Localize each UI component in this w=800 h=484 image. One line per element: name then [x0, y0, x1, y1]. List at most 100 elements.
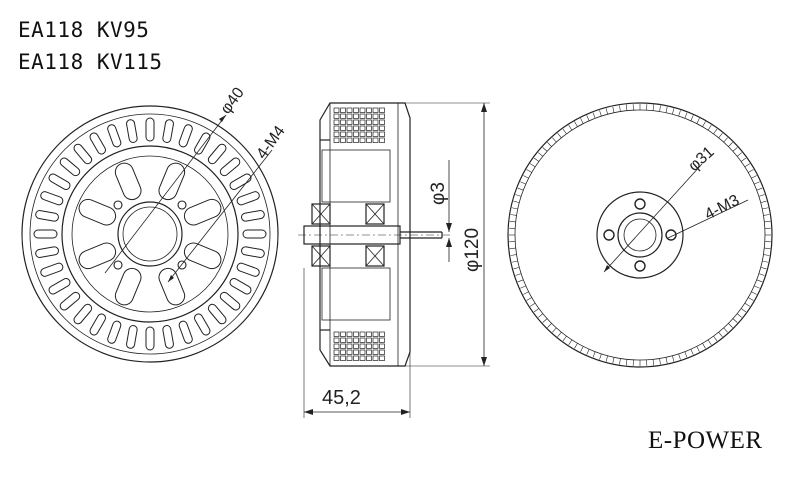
rim-tick — [515, 273, 522, 276]
rim-tick — [562, 335, 567, 342]
cooling-slot — [35, 246, 59, 258]
dim-outer-arrow-top — [481, 103, 487, 112]
winding-cell — [366, 343, 372, 349]
winding-cell — [353, 343, 359, 349]
rim-tick — [568, 339, 573, 346]
front-outer-rim — [21, 105, 279, 363]
rim-tick — [574, 121, 578, 127]
rim-tick — [568, 124, 573, 131]
rim-tick — [665, 106, 668, 113]
winding-cell — [372, 355, 379, 361]
rim-tick — [510, 254, 517, 256]
mount-hole — [634, 260, 646, 272]
rim-tick — [509, 221, 516, 223]
side-view — [298, 102, 490, 418]
front-view — [21, 105, 279, 363]
rim-tick — [665, 357, 668, 364]
spoke-window — [78, 198, 117, 226]
rim-tick — [547, 323, 552, 328]
cooling-slot — [219, 157, 241, 177]
winding-cell — [359, 119, 366, 125]
rim-tick — [526, 297, 532, 301]
rim-tick — [557, 331, 562, 337]
winding-cell — [359, 355, 366, 361]
rim-tick — [612, 106, 615, 113]
winding-cell — [379, 337, 385, 343]
front-hub-inner — [122, 206, 178, 262]
winding-cell — [333, 137, 340, 143]
side-stator-bottom — [321, 267, 391, 321]
cooling-slot — [207, 143, 227, 165]
rear-hub-outer — [617, 212, 663, 258]
side-bearing-rear-top — [365, 203, 385, 225]
rim-tick — [580, 118, 584, 124]
winding-cell — [359, 107, 366, 113]
rim-tick — [557, 133, 562, 139]
winding-cell — [379, 113, 385, 119]
winding-cell — [366, 113, 372, 119]
cooling-slot — [178, 320, 193, 344]
rim-tick — [744, 302, 751, 307]
winding-cell — [346, 337, 353, 343]
cooling-slot — [236, 191, 260, 206]
winding-cell — [372, 331, 379, 337]
winding-cell — [359, 131, 366, 137]
cooling-slot — [73, 143, 93, 165]
cooling-slot — [229, 173, 252, 190]
rim-tick — [605, 355, 608, 362]
rim-tick — [751, 175, 757, 179]
rim-tick — [517, 279, 524, 283]
winding-cell — [366, 131, 372, 137]
winding-cell — [372, 125, 379, 131]
cooling-slot — [126, 325, 138, 349]
mount-hole — [177, 200, 187, 210]
front-web-ring — [61, 145, 239, 323]
mount-hole — [603, 229, 615, 241]
cooling-slot — [145, 326, 155, 351]
winding-cell — [353, 107, 359, 113]
side-bearing-rear-bottom — [365, 245, 385, 267]
brand-label: E-POWER — [648, 427, 763, 454]
cooling-slot — [241, 246, 265, 258]
winding-cell — [372, 337, 379, 343]
spoke-window — [158, 267, 186, 306]
winding-cell — [359, 337, 366, 343]
spoke-window — [114, 267, 142, 306]
front-diameter-label: φ40 — [217, 84, 247, 117]
winding-cell — [333, 113, 340, 119]
front-outer-rim-inner — [29, 113, 271, 355]
rim-tick — [736, 313, 742, 318]
winding-cell — [340, 349, 346, 355]
model-line-kv115: EA118 KV115 — [18, 50, 163, 74]
rim-tick — [690, 349, 694, 355]
rim-tick — [732, 318, 738, 323]
rim-tick — [690, 115, 694, 121]
front-leader-arrow — [219, 115, 226, 122]
rim-tick — [758, 194, 765, 197]
rear-diameter-leader — [603, 163, 703, 273]
rear-holes-label: 4-M3 — [702, 192, 742, 224]
side-bearing-cross-h — [365, 245, 385, 267]
winding-cell — [353, 349, 359, 355]
dim-shaft-arrow-top — [446, 223, 452, 232]
winding-cell — [379, 119, 385, 125]
rim-tick — [696, 346, 700, 352]
rim-tick — [652, 104, 654, 111]
rim-tick — [713, 335, 718, 342]
rear-view — [507, 102, 773, 368]
winding-cell — [346, 331, 353, 337]
side-bearing-front-top — [311, 203, 331, 225]
winding-cell — [359, 125, 366, 131]
winding-cell — [366, 355, 372, 361]
winding-cell — [346, 349, 353, 355]
rim-tick — [748, 297, 754, 301]
winding-cell — [340, 337, 346, 343]
front-hub-outer — [117, 201, 183, 267]
rim-tick — [599, 353, 602, 360]
rim-tick — [659, 358, 661, 365]
mount-hole — [113, 260, 123, 270]
side-bearing-front-bottom — [311, 245, 331, 267]
rim-tick — [513, 267, 520, 270]
dim-length-arrow-left — [304, 409, 313, 415]
rim-tick — [718, 331, 723, 337]
